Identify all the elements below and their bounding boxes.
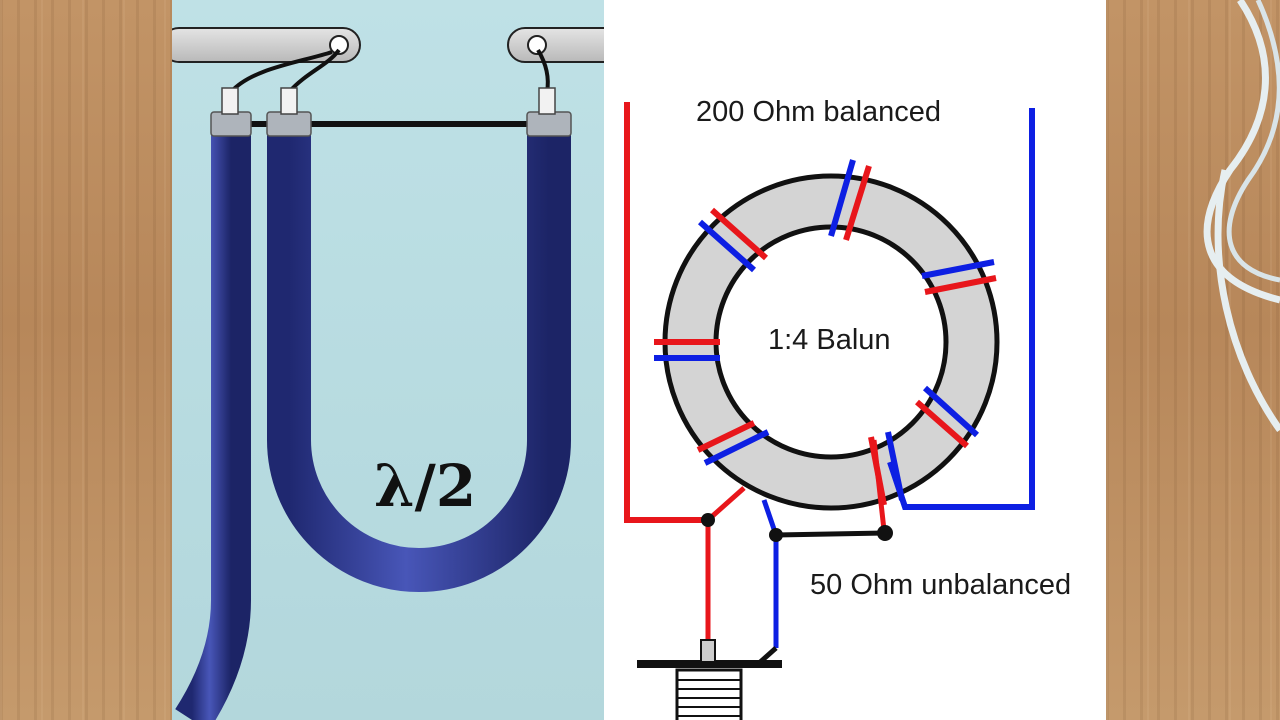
- balun-ratio-label: 1:4 Balun: [768, 324, 891, 356]
- winding-pair: [696, 420, 770, 466]
- bifilar-windings: [654, 159, 997, 506]
- ground-common-line: [775, 530, 886, 538]
- coax-illustration-svg: [172, 27, 604, 720]
- center-conductor-pins: [221, 87, 556, 115]
- coax-balun-illustration: λ/2: [172, 0, 604, 720]
- winding-pair: [698, 207, 768, 273]
- half-wave-label: λ/2: [374, 452, 477, 520]
- balun-schematic: 200 Ohm balanced 1:4 Balun 50 Ohm unbala…: [604, 0, 1106, 720]
- cable-end-sleeves: [210, 111, 572, 137]
- winding-pair: [828, 159, 872, 241]
- balanced-impedance-label: 200 Ohm balanced: [696, 96, 942, 128]
- balun-schematic-svg: [624, 102, 1035, 720]
- wood-background-left: [0, 0, 172, 720]
- coax-cable-u-loop: [267, 128, 571, 592]
- coax-connector: [637, 639, 782, 720]
- winding-pair: [921, 259, 997, 295]
- winding-pair: [654, 339, 720, 361]
- junction-dots: [701, 513, 893, 542]
- terminal-bar-right: [507, 27, 604, 63]
- wood-background-right: [1106, 0, 1280, 720]
- unbalanced-impedance-label: 50 Ohm unbalanced: [810, 569, 1072, 601]
- winding-pair: [915, 385, 980, 449]
- winding-pair: [868, 431, 905, 506]
- terminal-bar-left: [172, 27, 361, 63]
- balanced-lead-red: [624, 102, 708, 523]
- coax-cable-straight: [175, 128, 251, 720]
